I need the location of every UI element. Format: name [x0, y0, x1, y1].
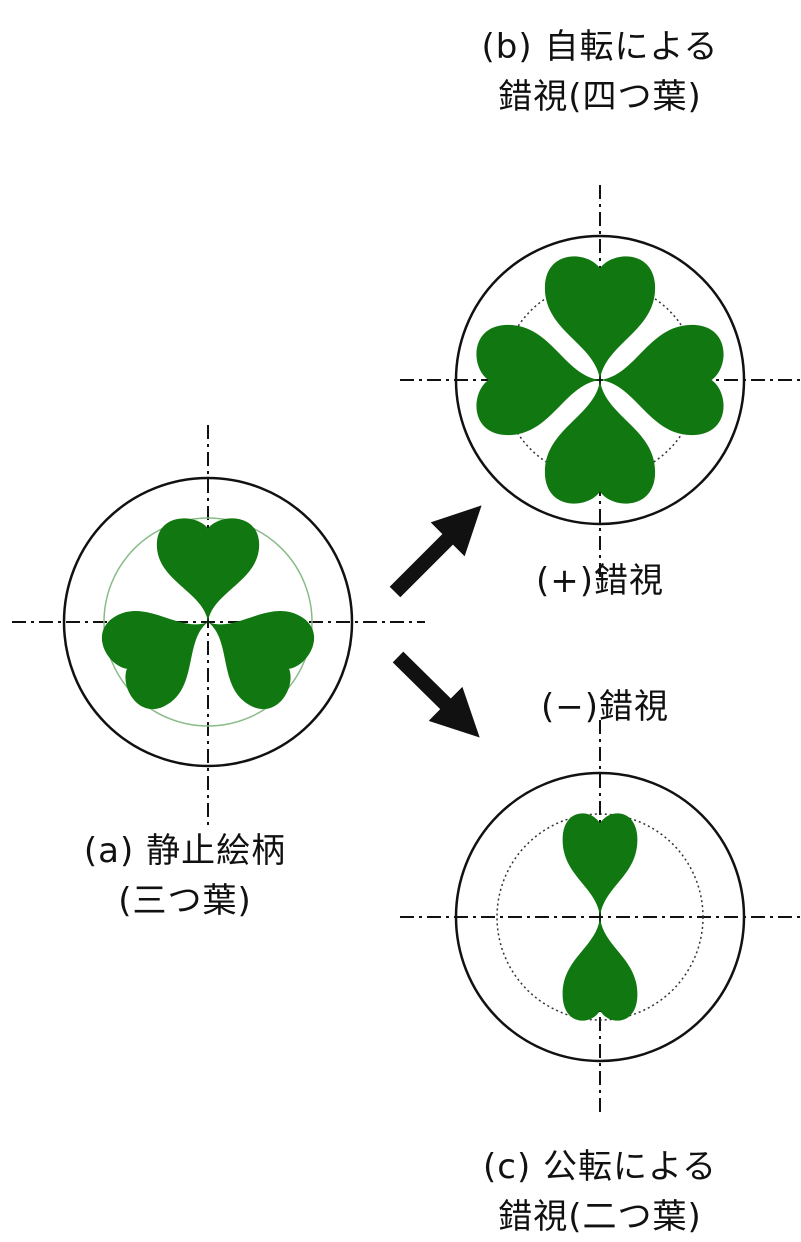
leaf-1 — [545, 256, 655, 380]
caption-plus-illusion: (+)錯視 — [480, 556, 720, 606]
arrow-to-plus-illusion — [389, 505, 482, 598]
leaf-1 — [157, 518, 259, 622]
caption-b-line2: 錯視(四つ葉) — [498, 77, 702, 117]
caption-a-line1: (a) 静止絵柄 — [83, 831, 287, 871]
caption-b-line1: (b) 自転による — [481, 27, 719, 67]
panel-a-leaves — [101, 518, 315, 709]
leaf-4 — [476, 324, 600, 436]
panel-c-outer-circle — [454, 771, 746, 1063]
leaf-3 — [101, 611, 208, 709]
leaf-3 — [545, 380, 655, 504]
caption-c: (c) 公転による 錯視(二つ葉) — [440, 1142, 760, 1242]
panel-c-revolution-illusion — [400, 720, 801, 1115]
panel-c-crosshair — [400, 720, 801, 1115]
panel-b-rotation-illusion — [400, 185, 801, 580]
caption-a: (a) 静止絵柄 (三つ葉) — [40, 826, 330, 926]
panel-a-outer-circle — [62, 476, 354, 768]
leaf-1 — [562, 813, 638, 917]
caption-c-line2: 錯視(二つ葉) — [498, 1197, 702, 1237]
panel-a-crosshair — [12, 425, 425, 830]
leaf-2 — [562, 917, 638, 1021]
caption-minus-illusion: (−)錯視 — [485, 682, 725, 732]
caption-b: (b) 自転による 錯視(四つ葉) — [440, 22, 760, 122]
caption-minus-illusion-text: (−)錯視 — [540, 687, 670, 727]
caption-c-line1: (c) 公転による — [482, 1147, 717, 1187]
panel-b-leaves — [476, 256, 724, 504]
leaf-2 — [208, 611, 315, 709]
panel-a-static-pattern — [12, 425, 425, 830]
arrow-to-minus-illusion — [392, 651, 480, 738]
panel-a-inner-circle — [103, 517, 313, 727]
panel-c-inner-circle — [496, 813, 704, 1021]
leaf-2 — [600, 324, 724, 436]
caption-plus-illusion-text: (+)錯視 — [535, 561, 665, 601]
panel-c-leaves — [562, 813, 638, 1021]
panel-b-outer-circle — [454, 234, 746, 526]
caption-a-line2: (三つ葉) — [118, 881, 252, 921]
